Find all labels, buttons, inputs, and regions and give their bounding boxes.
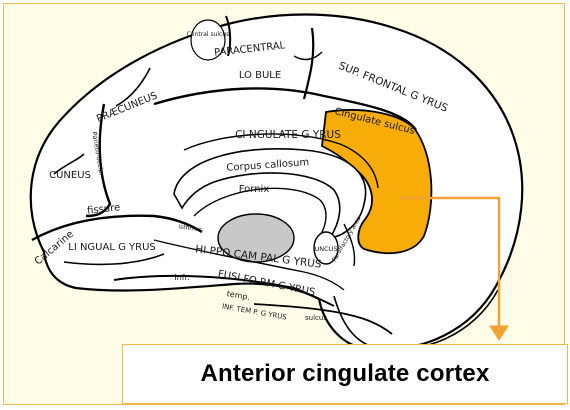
label-central-sulcus: Central sulcus (187, 31, 230, 38)
callout-label: Anterior cingulate cortex (200, 360, 489, 388)
callout-box: Anterior cingulate cortex (122, 344, 568, 404)
label-infr: Infr. (174, 273, 189, 282)
label-uncus: UNCUS (314, 245, 337, 253)
figure-panel: Central sulcus PARACENTRAL LO BULE SUP. … (3, 3, 565, 405)
label-cingulate-gyrus: CI NGULATE G YRUS (235, 129, 341, 141)
callout-arrowhead (490, 326, 508, 340)
label-lobule: LO BULE (239, 70, 281, 81)
label-lingual-gyrus: LI NGUAL G YRUS (68, 242, 156, 253)
label-fornix: Fornix (239, 184, 270, 195)
label-temp: temp. (226, 289, 251, 302)
label-cuneus: CUNEUS (49, 170, 91, 181)
label-sulcus: sulcus (305, 314, 327, 322)
